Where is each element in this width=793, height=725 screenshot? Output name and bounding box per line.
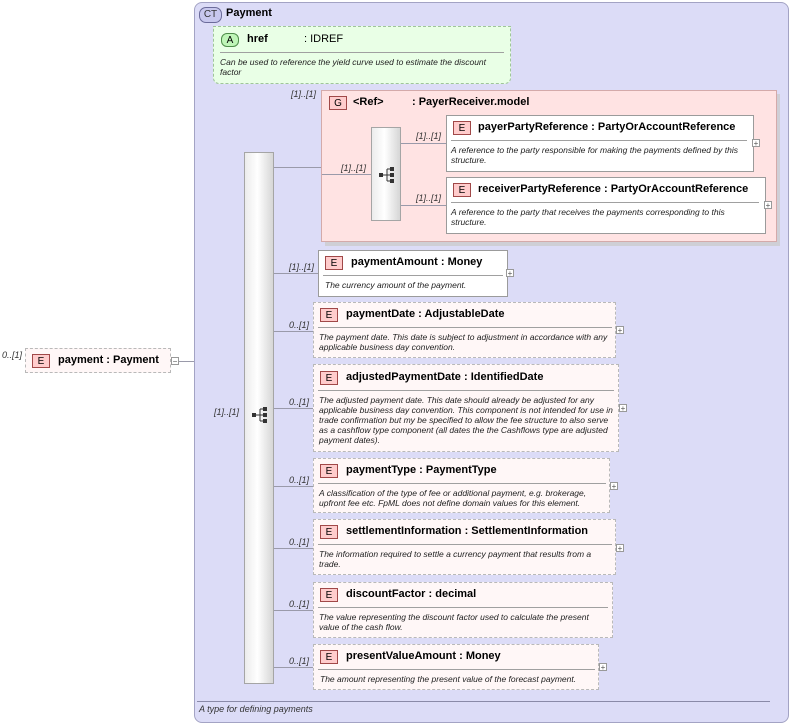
- divider: [451, 202, 759, 203]
- element-cardinality: 0..[1]: [289, 656, 310, 666]
- connector: [401, 143, 446, 144]
- root-element-box[interactable]: E payment : Payment: [25, 348, 171, 373]
- connector: [274, 408, 313, 409]
- element-receiver-party-reference[interactable]: E receiverPartyReference : PartyOrAccoun…: [446, 177, 766, 234]
- complex-type-badge: CT: [199, 7, 222, 23]
- element-name: payerPartyReference : PartyOrAccountRefe…: [478, 121, 736, 133]
- expand-icon[interactable]: +: [764, 201, 772, 210]
- element-badge: E: [320, 525, 338, 539]
- element-badge: E: [320, 464, 338, 478]
- connector: [401, 205, 446, 206]
- element-description: A reference to the party responsible for…: [451, 145, 738, 165]
- divider: [451, 140, 747, 141]
- element-payment-type[interactable]: E paymentType : PaymentType A classifica…: [313, 458, 610, 513]
- element-cardinality: [1]..[1]: [289, 262, 315, 272]
- element-badge: E: [320, 308, 338, 322]
- element-cardinality: [1]..[1]: [416, 131, 442, 141]
- divider: [318, 390, 614, 391]
- element-description: A classification of the type of fee or a…: [319, 488, 587, 508]
- element-discount-factor[interactable]: E discountFactor : decimal The value rep…: [313, 582, 613, 638]
- element-name: discountFactor : decimal: [346, 588, 477, 600]
- element-badge: E: [320, 650, 338, 664]
- element-name: settlementInformation : SettlementInform…: [346, 525, 589, 537]
- element-name: adjustedPaymentDate : IdentifiedDate: [346, 371, 544, 383]
- divider: [318, 327, 612, 328]
- element-description: The value representing the discount fact…: [319, 612, 589, 632]
- group-badge: G: [329, 96, 347, 110]
- attribute-type: : IDREF: [304, 33, 344, 45]
- element-cardinality: 0..[1]: [289, 320, 310, 330]
- element-cardinality: 0..[1]: [289, 397, 310, 407]
- connector: [274, 548, 313, 549]
- root-cardinality: 0..[1]: [2, 350, 23, 360]
- divider: [318, 483, 606, 484]
- element-badge: E: [453, 183, 471, 197]
- element-cardinality: 0..[1]: [289, 599, 310, 609]
- expand-icon[interactable]: +: [610, 482, 618, 491]
- expand-icon[interactable]: +: [506, 269, 514, 278]
- element-payment-date[interactable]: E paymentDate : AdjustableDate The payme…: [313, 302, 616, 358]
- group-cardinality: [1]..[1]: [291, 89, 317, 99]
- element-settlement-information[interactable]: E settlementInformation : SettlementInfo…: [313, 519, 616, 575]
- element-payer-party-reference[interactable]: E payerPartyReference : PartyOrAccountRe…: [446, 115, 754, 172]
- complex-type-description: A type for defining payments: [199, 704, 313, 714]
- element-description: The currency amount of the payment.: [325, 280, 467, 290]
- divider: [318, 607, 608, 608]
- expand-icon[interactable]: +: [752, 139, 760, 148]
- element-description: A reference to the party that receives t…: [451, 207, 725, 227]
- element-payment-amount[interactable]: E paymentAmount : Money The currency amo…: [318, 250, 508, 297]
- element-description: The information required to settle a cur…: [319, 549, 592, 569]
- element-name: paymentAmount : Money: [351, 256, 483, 268]
- connector: [322, 174, 371, 175]
- attribute-name: href: [247, 33, 268, 45]
- element-present-value-amount[interactable]: E presentValueAmount : Money The amount …: [313, 644, 599, 690]
- sequence-icon: [378, 166, 396, 184]
- expand-icon[interactable]: +: [616, 544, 624, 553]
- element-name: receiverPartyReference : PartyOrAccountR…: [478, 183, 749, 195]
- divider: [220, 52, 504, 53]
- attribute-href-box[interactable]: A href : IDREF Can be used to reference …: [213, 26, 511, 84]
- attribute-description: Can be used to reference the yield curve…: [220, 57, 487, 77]
- choice-cardinality: [1]..[1]: [341, 163, 367, 173]
- element-badge: E: [453, 121, 471, 135]
- element-badge: E: [32, 354, 50, 368]
- element-badge: E: [320, 588, 338, 602]
- element-name: paymentType : PaymentType: [346, 464, 497, 476]
- expand-icon[interactable]: +: [616, 326, 624, 335]
- connector: [179, 361, 205, 362]
- root-element-name: payment : Payment: [58, 354, 159, 366]
- element-cardinality: 0..[1]: [289, 537, 310, 547]
- connector: [274, 610, 313, 611]
- attribute-badge: A: [221, 33, 239, 47]
- element-description: The adjusted payment date. This date sho…: [319, 395, 613, 445]
- divider: [318, 544, 612, 545]
- connector: [274, 167, 322, 168]
- sequence-cardinality: [1]..[1]: [214, 407, 240, 417]
- collapse-icon[interactable]: −: [171, 357, 179, 366]
- element-adjusted-payment-date[interactable]: E adjustedPaymentDate : IdentifiedDate T…: [313, 364, 619, 452]
- connector: [274, 667, 313, 668]
- connector: [274, 331, 313, 332]
- expand-icon[interactable]: +: [599, 663, 607, 672]
- element-description: The amount representing the present valu…: [320, 674, 577, 684]
- sequence-icon: [251, 406, 269, 424]
- group-type: : PayerReceiver.model: [412, 96, 530, 108]
- element-cardinality: 0..[1]: [289, 475, 310, 485]
- divider: [318, 669, 595, 670]
- sequence-compositor[interactable]: [244, 152, 274, 684]
- connector: [274, 486, 313, 487]
- element-badge: E: [320, 371, 338, 385]
- element-cardinality: [1]..[1]: [416, 193, 442, 203]
- connector: [274, 273, 318, 274]
- element-name: paymentDate : AdjustableDate: [346, 308, 505, 320]
- complex-type-title: Payment: [226, 7, 272, 19]
- element-name: presentValueAmount : Money: [346, 650, 501, 662]
- divider: [197, 701, 770, 702]
- divider: [323, 275, 503, 276]
- choice-compositor[interactable]: [371, 127, 401, 221]
- group-name: <Ref>: [353, 96, 384, 108]
- expand-icon[interactable]: +: [619, 404, 627, 413]
- element-description: The payment date. This date is subject t…: [319, 332, 608, 352]
- element-badge: E: [325, 256, 343, 270]
